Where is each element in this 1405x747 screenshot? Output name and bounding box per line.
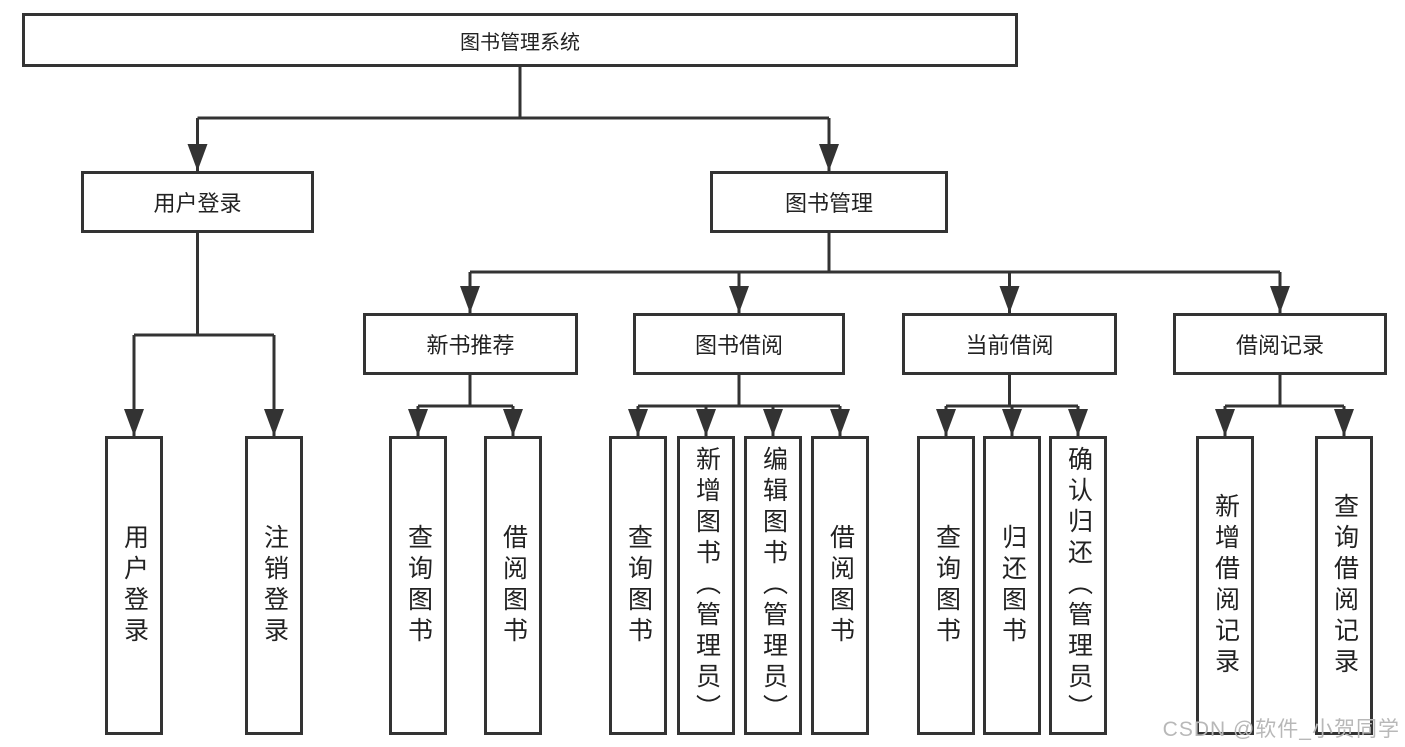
leaf-label: 确认归还（管理员） [1064, 446, 1093, 725]
connector-borrow-records-to-leaves [1223, 375, 1346, 436]
arrowhead [763, 409, 783, 436]
leaf-label: 编辑图书（管理员） [759, 446, 788, 725]
leaf-label: 借阅图书 [499, 523, 528, 648]
node-book-borrow: 图书借阅 [633, 313, 845, 375]
arrowhead [830, 409, 850, 436]
node-library-system: 图书管理系统 [22, 13, 1018, 67]
arrowhead [999, 286, 1020, 313]
arrowhead [1068, 409, 1088, 436]
arrowhead [819, 144, 839, 171]
arrowhead [1270, 286, 1290, 313]
leaf-return-books: 归还图书 [983, 436, 1041, 735]
leaf-label: 查询图书 [404, 523, 433, 648]
leaf-label: 用户登录 [120, 523, 149, 648]
connector-user-login-to-leaves [132, 233, 276, 436]
leaf-borrow-books: 借阅图书 [811, 436, 869, 735]
arrowhead [124, 409, 144, 436]
node-label: 当前借阅 [965, 333, 1054, 358]
node-label: 图书借阅 [694, 333, 783, 358]
node-label: 图书管理系统 [460, 31, 580, 54]
leaf-logout: 注销登录 [245, 436, 303, 735]
leaf-query-borrow-record: 查询借阅记录 [1315, 436, 1373, 735]
leaf-label: 查询图书 [624, 523, 653, 648]
node-book-management: 图书管理 [710, 171, 948, 233]
watermark: CSDN @软件_小贺同学 [1162, 718, 1400, 741]
node-label: 新书推荐 [426, 333, 515, 358]
arrowheads [124, 144, 1354, 436]
arrowhead [628, 409, 648, 436]
leaf-borrow-books-recommend: 借阅图书 [484, 436, 542, 735]
node-borrow-records: 借阅记录 [1173, 313, 1387, 375]
leaf-add-borrow-record: 新增借阅记录 [1196, 436, 1254, 735]
leaf-label: 查询图书 [932, 523, 961, 648]
leaf-query-books-recommend: 查询图书 [389, 436, 447, 735]
arrowhead [696, 409, 716, 436]
leaf-confirm-return-admin: 确认归还（管理员） [1049, 436, 1107, 735]
connector-book-borrow-to-leaves [636, 375, 842, 436]
arrowhead [408, 409, 428, 436]
node-label: 图书管理 [784, 191, 873, 216]
node-current-borrow: 当前借阅 [902, 313, 1117, 375]
node-label: 借阅记录 [1235, 333, 1324, 358]
leaf-query-books-borrow: 查询图书 [609, 436, 667, 735]
connector-root-to-level2 [196, 67, 831, 171]
leaf-label: 新增借阅记录 [1211, 492, 1240, 679]
leaf-add-books-admin: 新增图书（管理员） [677, 436, 735, 735]
leaf-query-books-current: 查询图书 [917, 436, 975, 735]
connector-book-mgmt-to-level3 [468, 233, 1282, 313]
leaf-label: 注销登录 [260, 523, 289, 648]
arrowhead [1002, 409, 1022, 436]
leaf-user-login: 用户登录 [105, 436, 163, 735]
leaf-edit-books-admin: 编辑图书（管理员） [744, 436, 802, 735]
leaf-label: 借阅图书 [826, 523, 855, 648]
node-label: 用户登录 [153, 191, 242, 216]
arrowhead [264, 409, 284, 436]
arrowhead [503, 409, 523, 436]
connector-new-books-to-leaves [416, 375, 515, 436]
leaf-label: 查询借阅记录 [1330, 492, 1359, 679]
arrowhead [1215, 409, 1235, 436]
arrowhead [936, 409, 956, 436]
leaf-label: 归还图书 [998, 523, 1027, 648]
arrowhead [460, 286, 480, 313]
leaf-label: 新增图书（管理员） [692, 446, 721, 725]
arrowhead [187, 144, 208, 171]
arrowhead [729, 286, 749, 313]
node-new-book-recommend: 新书推荐 [363, 313, 578, 375]
arrowhead [1334, 409, 1354, 436]
node-user-login: 用户登录 [81, 171, 314, 233]
